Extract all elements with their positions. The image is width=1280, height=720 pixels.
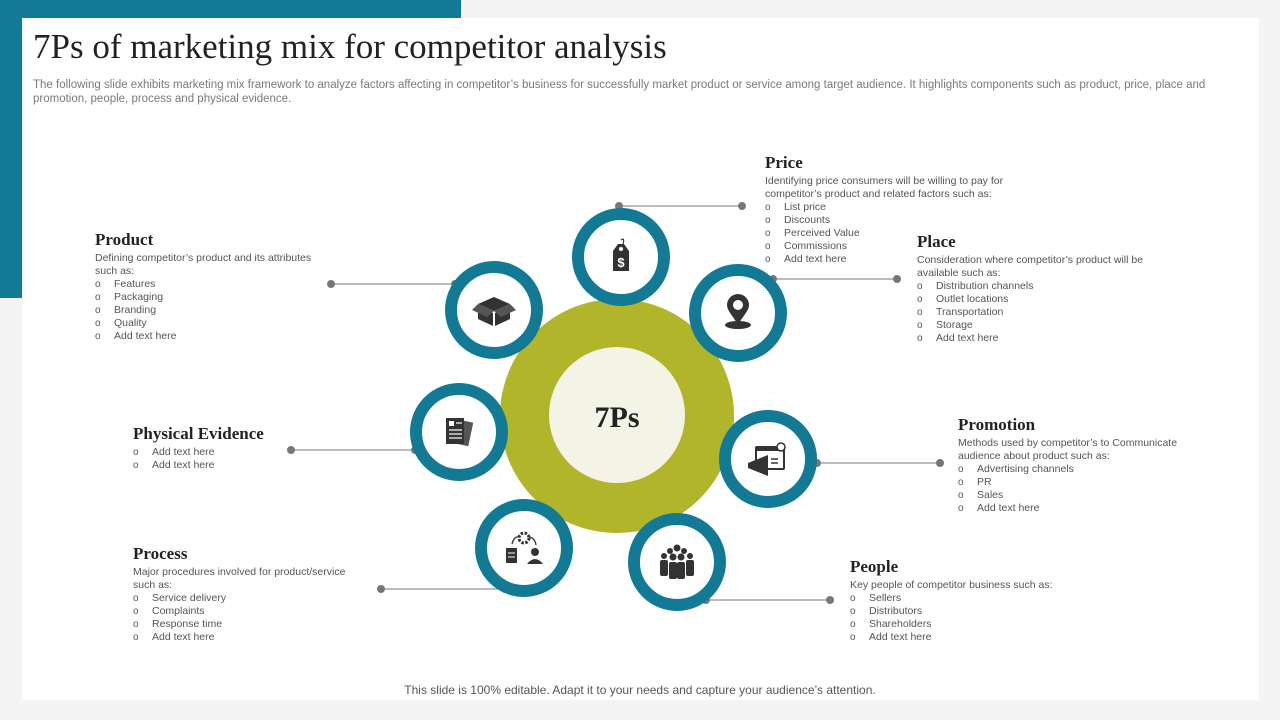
list-item: Commissions [765,240,1025,253]
price-block: Price Identifying price consumers will b… [765,153,1025,266]
people-description: Key people of competitor business such a… [850,579,1053,591]
ring-promotion [719,410,817,508]
svg-text:$: $ [617,255,625,270]
footer-note: This slide is 100% editable. Adapt it to… [404,683,876,697]
list-item: Add text here [133,459,333,472]
process-heading: Process [133,544,188,563]
price-description: Identifying price consumers will be will… [765,175,1004,200]
box-icon [472,297,516,326]
slide-title: 7Ps of marketing mix for competitor anal… [33,27,667,66]
list-item: Add text here [133,631,363,644]
process-description: Major procedures involved for product/se… [133,566,346,591]
connector-promotion [813,459,944,467]
people-block: People Key people of competitor business… [850,557,1090,644]
list-item: Complaints [133,605,363,618]
connector-price [615,202,746,210]
list-item: Add text here [958,502,1198,515]
list-item: Sellers [850,592,1090,605]
list-item: Storage [917,319,1167,332]
product-description: Defining competitor’s product and its at… [95,252,312,277]
list-item: Branding [95,304,330,317]
ring-place [689,264,787,362]
people-group-icon [660,544,694,579]
list-item: Add text here [917,332,1167,345]
place-list: Distribution channels Outlet locations T… [917,280,1167,345]
ring-process [475,499,573,597]
list-item: Perceived Value [765,227,1025,240]
list-item: Add text here [850,631,1090,644]
list-item: Add text here [95,330,330,343]
people-list: Sellers Distributors Shareholders Add te… [850,592,1090,644]
promotion-description: Methods used by competitor’s to Communic… [958,437,1178,462]
hub-inner-circle [549,347,685,483]
people-heading: People [850,557,899,576]
list-item: List price [765,201,1025,214]
place-description: Consideration where competitor’s product… [917,254,1144,279]
ring-people [628,513,726,611]
megaphone-icon [748,442,786,476]
slide-subtitle: The following slide exhibits marketing m… [33,79,1206,105]
list-item: Distribution channels [917,280,1167,293]
product-heading: Product [95,230,154,249]
process-list: Service delivery Complaints Response tim… [133,592,363,644]
list-item: Features [95,278,330,291]
price-tag-icon: $ [613,238,629,271]
process-block: Process Major procedures involved for pr… [133,544,363,644]
center-label: 7Ps [595,401,640,434]
connector-process [377,585,509,593]
promotion-block: Promotion Methods used by competitor’s t… [958,415,1198,515]
list-item: PR [958,476,1198,489]
connector-people [702,596,834,604]
price-heading: Price [765,153,803,172]
list-item: Shareholders [850,618,1090,631]
list-item: Outlet locations [917,293,1167,306]
list-item: Sales [958,489,1198,502]
list-item: Service delivery [133,592,363,605]
ring-physical-evidence [410,383,508,481]
connector-product [327,280,459,288]
price-list: List price Discounts Perceived Value Com… [765,201,1025,266]
product-list: Features Packaging Branding Quality Add … [95,278,330,343]
place-heading: Place [917,232,956,251]
list-item: Quality [95,317,330,330]
connector-place [769,275,901,283]
physical-evidence-list: Add text here Add text here [133,446,333,472]
process-person-gear-icon [506,531,543,564]
promotion-list: Advertising channels PR Sales Add text h… [958,463,1198,515]
list-item: Discounts [765,214,1025,227]
list-item: Response time [133,618,363,631]
location-pin-icon [725,294,751,329]
ring-price: $ [572,208,670,306]
list-item: Distributors [850,605,1090,618]
list-item: Add text here [133,446,333,459]
list-item: Advertising channels [958,463,1198,476]
product-block: Product Defining competitor’s product an… [95,230,330,343]
physical-evidence-heading: Physical Evidence [133,424,264,443]
list-item: Packaging [95,291,330,304]
list-item: Add text here [765,253,1025,266]
place-block: Place Consideration where competitor’s p… [917,232,1167,345]
list-item: Transportation [917,306,1167,319]
documents-icon [446,418,474,447]
promotion-heading: Promotion [958,415,1036,434]
ring-product [445,261,543,359]
physical-evidence-block: Physical Evidence Add text here Add text… [133,424,333,472]
